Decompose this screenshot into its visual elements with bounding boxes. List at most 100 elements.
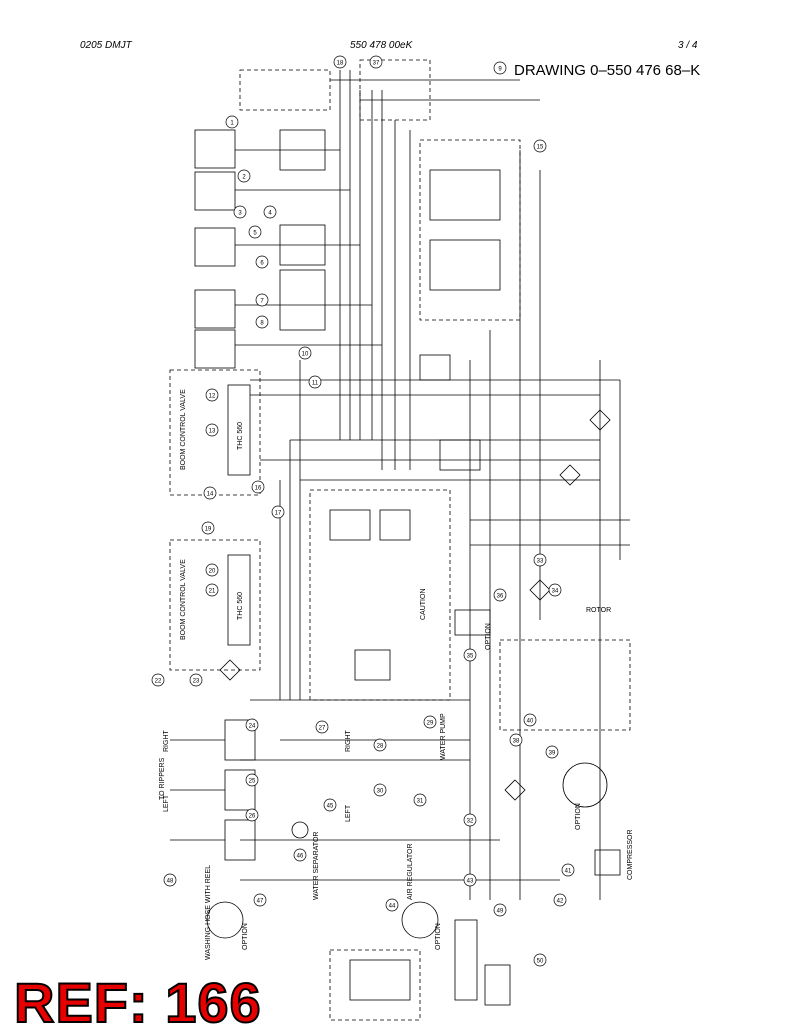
reference-balloon-label: 33 (537, 559, 544, 565)
reference-balloon-label: 21 (209, 589, 216, 595)
reference-balloon (245, 718, 259, 732)
directional-valve-3 (279, 269, 326, 331)
label-option-3: OPTION (575, 803, 582, 830)
cylinder-block-5 (194, 329, 236, 369)
drawing-title: DRAWING 0–550 476 68–K (514, 62, 701, 79)
reference-balloon (271, 505, 285, 519)
label-air-regulator: AIR REGULATOR (407, 843, 414, 900)
reference-balloon (533, 953, 547, 967)
reference-balloon (533, 139, 547, 153)
reference-balloon (315, 720, 329, 734)
filter-1 (589, 409, 611, 431)
reference-balloon-label: 42 (557, 899, 564, 905)
reference-balloon-label: 46 (297, 854, 304, 860)
reference-balloon (251, 480, 265, 494)
label-rotor: ROTOR (586, 607, 611, 614)
reference-balloon-label: 19 (205, 527, 212, 533)
header-left-code: 0205 DMJT (80, 40, 132, 51)
control-valve-c (354, 649, 391, 681)
reference-balloon (255, 255, 269, 269)
reference-balloon-label: 14 (207, 492, 214, 498)
reference-balloon (205, 583, 219, 597)
gauge-symbol (291, 821, 309, 839)
thc-upper-body (227, 384, 251, 476)
water-tank-symbol (562, 762, 608, 808)
reference-balloon-label: 18 (337, 61, 344, 67)
reference-balloon (298, 346, 312, 360)
top-option-box (239, 69, 331, 111)
thc-lower-body (227, 554, 251, 646)
reference-balloon (255, 293, 269, 307)
reference-balloon-label: 16 (255, 486, 262, 492)
label-water-pump: WATER PUMP (440, 713, 447, 760)
filter-4 (504, 779, 526, 801)
boom-valve-lower-box (169, 539, 261, 671)
cylinder-block-3 (194, 227, 236, 267)
reference-balloon (553, 893, 567, 907)
cylinder-block-4 (194, 289, 236, 329)
label-right-mid: RIGHT (345, 730, 352, 753)
relief-module-box (499, 639, 631, 731)
reference-balloon-label: 7 (260, 299, 264, 305)
reference-balloon (233, 205, 247, 219)
reference-balloon (203, 486, 217, 500)
ref-badge: REF: 166 (13, 970, 262, 1035)
filter-5 (219, 659, 241, 681)
label-to-rippers: TO RIPPERS (159, 757, 166, 800)
right-valve (429, 169, 501, 221)
reference-balloon-label: 32 (467, 819, 474, 825)
water-reservoir (454, 919, 478, 1001)
reference-balloon (545, 745, 559, 759)
reference-balloon-label: 31 (417, 799, 424, 805)
reference-balloon-label: 29 (427, 721, 434, 727)
reference-balloon-label: 44 (389, 904, 396, 910)
reference-balloon-label: 41 (565, 869, 572, 875)
reference-balloon-label: 40 (527, 719, 534, 725)
reference-balloon-label: 38 (513, 739, 520, 745)
reference-balloon (493, 903, 507, 917)
reference-balloon (205, 388, 219, 402)
reference-balloon-label: 26 (249, 814, 256, 820)
reference-balloon-label: 43 (467, 879, 474, 885)
reference-balloon-label: 39 (549, 751, 556, 757)
reference-balloon-label: 2 (242, 175, 246, 181)
reference-balloon-label: 25 (249, 779, 256, 785)
reference-balloon-label: 5 (253, 231, 257, 237)
reference-balloon-label: 11 (312, 381, 319, 387)
filter-3 (529, 579, 551, 601)
reference-balloon-label: 49 (497, 909, 504, 915)
reference-balloon-label: 15 (537, 145, 544, 151)
cylinder-block-1 (194, 129, 236, 169)
reference-balloon-label: 1 (230, 121, 234, 127)
reference-balloon (369, 55, 383, 69)
label-boom-valve-upper: BOOM CONTROL VALVE (180, 389, 187, 470)
reference-balloon-label: 50 (537, 959, 544, 965)
reference-balloon (385, 898, 399, 912)
reference-balloon (205, 563, 219, 577)
reference-balloon-label: 28 (377, 744, 384, 750)
reference-balloon (293, 848, 307, 862)
pump-symbol (401, 901, 439, 939)
reference-balloon (245, 808, 259, 822)
label-option-4: OPTION (435, 923, 442, 950)
reference-balloon (253, 893, 267, 907)
directional-valve-1 (279, 129, 326, 171)
reference-balloon (509, 733, 523, 747)
reference-balloon (423, 715, 437, 729)
reference-balloon (255, 315, 269, 329)
label-thc-lower: THC 560 (237, 592, 244, 620)
right-left-valve-box (419, 139, 521, 321)
label-caution: CAUTION (420, 589, 427, 621)
reference-balloon-label: 20 (209, 569, 216, 575)
cylinder-block-2 (194, 171, 236, 211)
reference-balloon (548, 583, 562, 597)
reference-balloon-label: 3 (238, 211, 242, 217)
reference-balloon-label: 48 (167, 879, 174, 885)
reference-balloon (201, 521, 215, 535)
reference-balloon-label: 45 (327, 804, 334, 810)
label-left-upper: LEFT (163, 794, 170, 812)
reference-balloon (323, 798, 337, 812)
reference-balloon-label: 12 (209, 394, 216, 400)
label-option-2: OPTION (242, 923, 249, 950)
